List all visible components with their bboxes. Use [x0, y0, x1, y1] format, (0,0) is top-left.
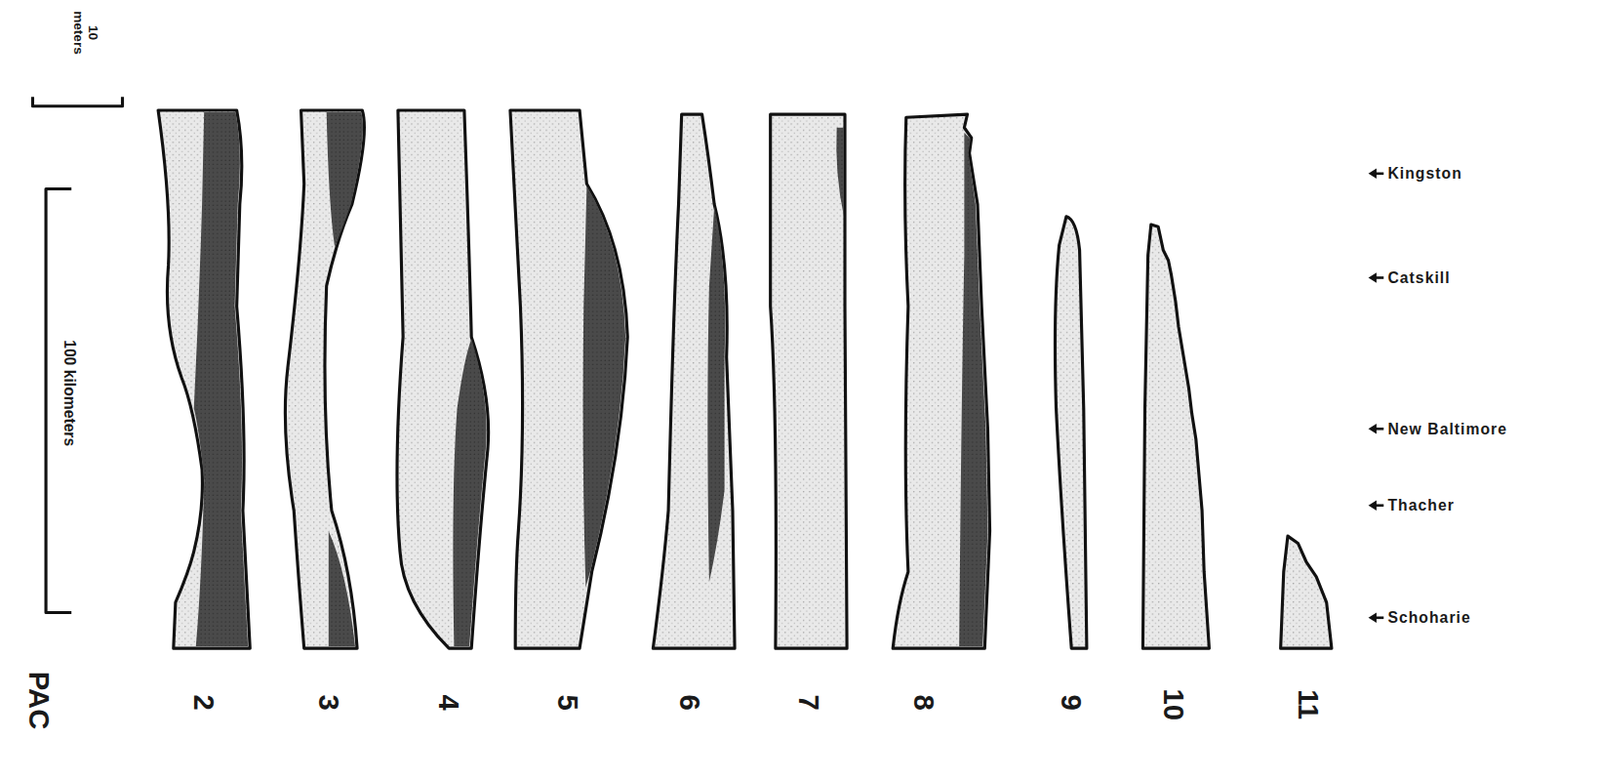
scale-label: 10 meters	[72, 6, 101, 58]
dark-unit	[194, 112, 248, 646]
locator-arrow	[1368, 500, 1377, 511]
scale-label: 100 kilometers	[61, 339, 78, 446]
dark-unit	[328, 530, 356, 646]
section-number: 4	[434, 693, 465, 710]
locator-arrow	[1368, 168, 1377, 179]
dark-unit	[707, 205, 725, 582]
section-number: 11	[1292, 688, 1323, 720]
column-outline	[770, 114, 847, 648]
scale-bar	[32, 96, 122, 106]
dark-unit	[583, 185, 627, 587]
column-outline	[158, 110, 250, 648]
section-number: 9	[1056, 693, 1087, 710]
locality-label: New Baltimore	[1387, 420, 1508, 437]
column-outline	[1054, 216, 1086, 648]
column-outline	[892, 114, 990, 648]
locator-arrow	[1368, 612, 1377, 623]
section-number: 8	[908, 693, 939, 710]
locator-arrow	[1368, 272, 1377, 282]
locator-arrow	[1368, 423, 1377, 434]
column-outline	[510, 110, 628, 648]
dark-unit	[836, 127, 844, 217]
section-number: 7	[793, 693, 824, 710]
column-outline	[284, 110, 364, 648]
section-number: 5	[552, 693, 583, 710]
locality-label: Catskill	[1387, 269, 1450, 285]
section-number: 3	[313, 693, 344, 710]
column-outline	[1280, 535, 1332, 648]
column-outline	[652, 114, 735, 648]
locality-label: Kingston	[1387, 165, 1462, 182]
column-outline	[397, 110, 489, 648]
section-number: 6	[675, 693, 706, 710]
section-number: 2	[189, 693, 220, 710]
locality-label: Thacher	[1387, 496, 1454, 513]
section-number: 10	[1158, 687, 1189, 720]
dark-unit	[326, 112, 363, 247]
dark-unit	[452, 338, 486, 646]
locality-label: Schoharie	[1387, 609, 1471, 626]
dark-unit	[959, 132, 988, 646]
section-heading: PAC	[23, 671, 54, 730]
column-outline	[1142, 224, 1209, 648]
